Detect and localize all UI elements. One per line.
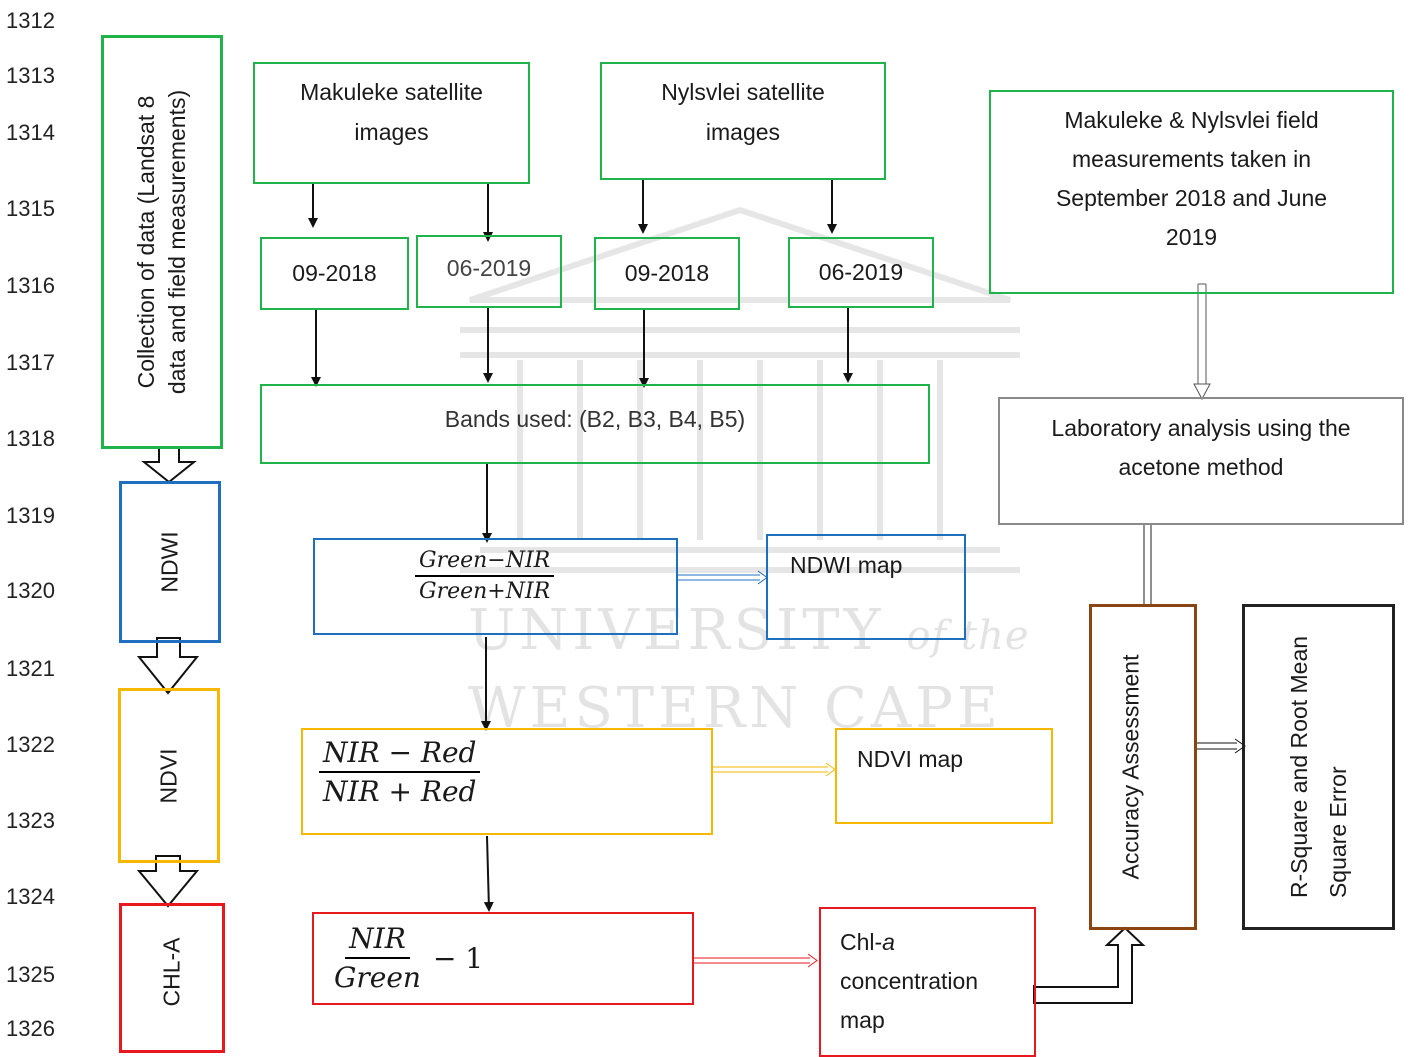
source-nylsvlei: Nylsvlei satellite images [600,62,886,180]
arrow-field-lab [1194,284,1210,399]
chla-map: Chl-a concentration map [819,907,1036,1057]
chla-formula: NIR Green − 1 [330,922,483,994]
arrow-ndvi-map [713,763,835,776]
ndwi-denominator: Green+NIR [415,577,554,604]
date-makuleke-2019: 06-2019 [416,235,562,308]
step-collection-label: Collection of data (Landsat 8 data and f… [131,90,193,394]
arrow-ndwi-ndvi-step [139,638,197,693]
step-chla-label: CHL-A [156,938,187,1007]
ndwi-formula-box: Green−NIR Green+NIR [313,538,678,635]
step-ndwi: NDWI [119,481,221,643]
step-collection: Collection of data (Landsat 8 data and f… [101,35,223,449]
result-label: R-Square and Root Mean Square Error [1279,636,1357,898]
bands-box: Bands used: (B2, B3, B4, B5) [260,384,930,464]
accuracy-assessment-label: Accuracy Assessment [1115,655,1146,880]
chla-numerator: NIR [345,922,410,959]
step-ndvi-label: NDVI [153,748,184,803]
date-makuleke-2018: 09-2018 [260,237,409,310]
arrow-accuracy-result [1197,739,1245,753]
chla-map-rest: concentration map [840,962,1034,1040]
ndwi-map: NDWI map [766,534,966,640]
ndvi-denominator: NIR + Red [319,773,480,808]
connector-lab-accuracy [1144,525,1151,605]
source-makuleke: Makuleke satellite images [253,62,530,184]
chla-suffix: − 1 [433,942,483,975]
result-box: R-Square and Root Mean Square Error [1242,604,1395,930]
source-field-measurements: Makuleke & Nylsvlei field measurements t… [989,90,1394,294]
chla-formula-box: NIR Green − 1 [312,912,694,1005]
ndvi-formula: NIR − Red NIR + Red [319,736,480,808]
lab-analysis: Laboratory analysis using the acetone me… [998,397,1404,525]
arrow-chla-map [693,954,817,967]
step-ndvi: NDVI [118,688,220,863]
accuracy-assessment: Accuracy Assessment [1089,604,1197,930]
ndvi-formula-box: NIR − Red NIR + Red [301,728,713,835]
chla-map-italic: a [882,929,895,955]
arrow-ndwi-map [678,571,767,584]
arrow-collection-ndwi [144,448,194,482]
step-chla: CHL-A [119,903,225,1053]
arrow-ndvi-chla [487,836,489,910]
ndvi-map: NDVI map [835,728,1053,824]
arrow-ndvi-chla-step [139,856,197,906]
date-nylsvlei-2019: 06-2019 [788,237,934,308]
ndwi-numerator: Green−NIR [415,548,554,577]
chla-map-prefix: Chl- [840,929,882,955]
date-nylsvlei-2018: 09-2018 [594,237,740,310]
ndwi-formula: Green−NIR Green+NIR [415,548,554,604]
step-ndwi-label: NDWI [154,531,185,592]
ndvi-numerator: NIR − Red [319,736,480,773]
arrow-chla-accuracy [1034,928,1143,1003]
chla-denominator: Green [330,959,425,994]
